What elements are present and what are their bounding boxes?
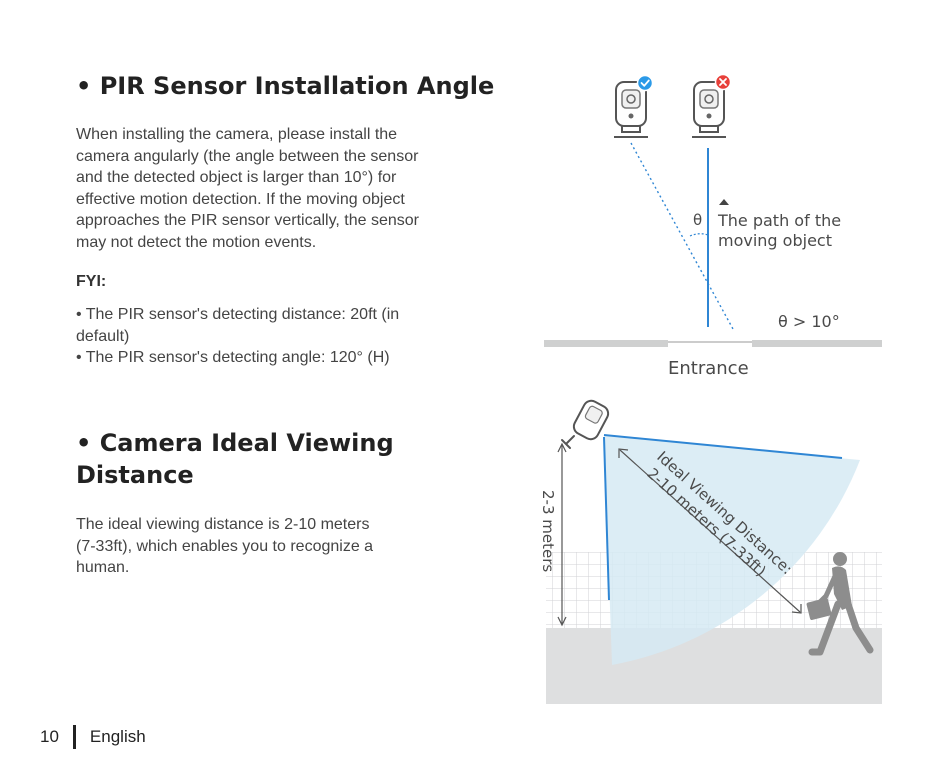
section-title-viewing-distance: • Camera Ideal Viewing Distance bbox=[76, 427, 394, 491]
pir-angle-diagram: θ The path of the moving object θ > 10° … bbox=[544, 73, 882, 379]
pir-description-line: may not detect the motion events. bbox=[76, 233, 317, 251]
theta-symbol: θ bbox=[693, 211, 702, 229]
fyi-label: FYI: bbox=[76, 273, 107, 290]
viewing-distance-diagram: 2-3 meters Ideal Viewing Distance: 2-10 … bbox=[539, 399, 882, 704]
pir-description-line: approaches the PIR sensor vertically, th… bbox=[76, 212, 419, 229]
angle-condition: θ > 10° bbox=[778, 312, 840, 331]
distance-arrow-line bbox=[619, 449, 801, 613]
viewing-distance-line: The ideal viewing distance is 2-10 meter… bbox=[76, 516, 370, 533]
page-number: 10 bbox=[40, 727, 59, 746]
checkmark-icon bbox=[636, 74, 654, 92]
entrance-label: Entrance bbox=[668, 358, 749, 379]
direction-arrow-icon bbox=[719, 199, 729, 205]
page-footer: 10 English bbox=[40, 724, 146, 750]
sensor-dotted-line bbox=[630, 142, 734, 330]
height-label: 2-3 meters bbox=[539, 490, 557, 572]
wall-camera-icon bbox=[561, 399, 610, 449]
height-arrow-bottom-icon bbox=[557, 616, 567, 627]
section-title-line: • Camera Ideal Viewing bbox=[76, 429, 394, 457]
pir-description: When installing the camera, please insta… bbox=[76, 124, 419, 253]
viewing-distance-line: (7-33ft), which enables you to recognize… bbox=[76, 537, 374, 555]
fyi-item: default) bbox=[76, 327, 130, 345]
distance-arrow-start-icon bbox=[618, 448, 629, 458]
ground bbox=[546, 628, 882, 704]
camera-correct-icon bbox=[614, 81, 648, 138]
fyi-list: • The PIR sensor's detecting distance: 2… bbox=[76, 304, 476, 369]
viewing-distance-description: The ideal viewing distance is 2-10 meter… bbox=[76, 514, 373, 579]
section-title-line: Distance bbox=[76, 461, 194, 489]
pir-description-line: effective motion detection. If the movin… bbox=[76, 190, 405, 208]
camera-wrong-icon bbox=[692, 81, 726, 138]
fyi-item: • The PIR sensor's detecting distance: 2… bbox=[76, 306, 400, 323]
footer-language: English bbox=[89, 727, 146, 746]
cone-left-edge bbox=[603, 436, 610, 601]
angle-arc bbox=[689, 233, 709, 237]
floor-right bbox=[752, 340, 882, 347]
height-arrow-top-icon bbox=[557, 442, 567, 453]
pir-description-line: camera angularly (the angle between the … bbox=[76, 147, 419, 165]
pir-description-line: When installing the camera, please insta… bbox=[76, 126, 398, 143]
footer-divider bbox=[72, 725, 76, 749]
x-icon bbox=[714, 73, 732, 91]
viewing-distance-line: human. bbox=[76, 559, 130, 576]
section-title-pir: • PIR Sensor Installation Angle bbox=[76, 72, 495, 100]
floor-left bbox=[544, 340, 668, 347]
fyi-item: • The PIR sensor's detecting angle: 120°… bbox=[76, 349, 390, 366]
path-label: The path of the moving object bbox=[717, 211, 846, 250]
walking-person-icon bbox=[806, 552, 874, 656]
cone-top-edge bbox=[603, 434, 843, 459]
distance-arrow-end-icon bbox=[791, 604, 802, 614]
pir-description-line: and the detected object is larger than 1… bbox=[76, 169, 397, 186]
